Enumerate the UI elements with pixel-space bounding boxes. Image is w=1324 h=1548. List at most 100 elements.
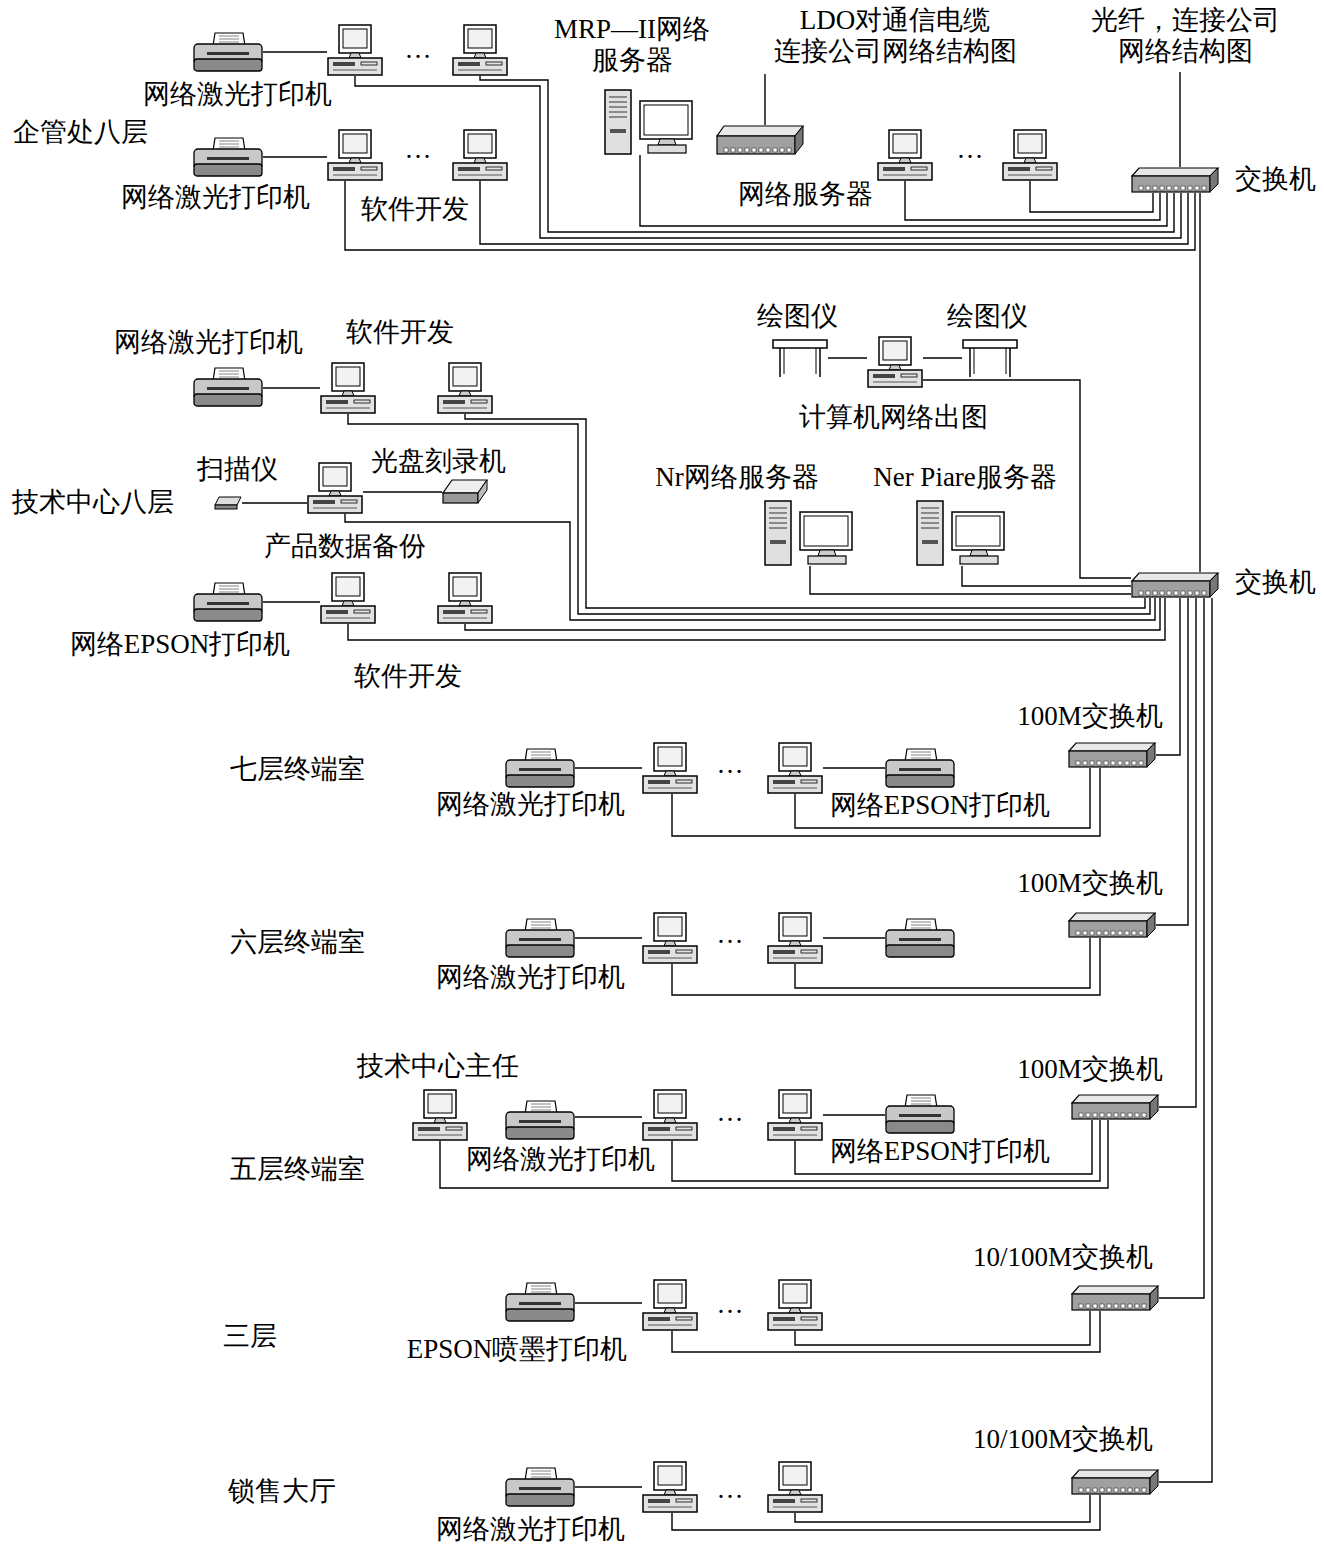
computer-icon: [453, 25, 507, 75]
icon-part: [321, 396, 375, 413]
area-label: 企管处八层: [13, 117, 148, 148]
network-cable: [795, 1120, 1092, 1174]
icon-part: [1167, 591, 1171, 595]
icon-part: [1142, 1304, 1146, 1308]
icon-part: [956, 516, 1000, 546]
device-label: 绘图仪: [947, 301, 1028, 332]
icon-part: [1093, 1488, 1097, 1492]
printer-node: 网络激光打印机: [193, 367, 263, 407]
network-cable: [575, 767, 642, 768]
icon-part: [1008, 167, 1030, 171]
icon-part: [413, 1123, 467, 1140]
icon-part: [323, 467, 347, 486]
icon-part: [519, 1302, 561, 1305]
network-cable: [795, 1495, 1090, 1522]
icon-part: [643, 1123, 697, 1140]
icon-part: [418, 1135, 462, 1136]
icon-part: [519, 768, 561, 771]
area-label: 五层终端室: [230, 1154, 365, 1185]
printer-node: 网络激光打印机: [193, 32, 263, 72]
icon-part: [1150, 1095, 1158, 1119]
printer-icon: [885, 1094, 955, 1134]
icon-part: [333, 70, 377, 71]
icon-part: [1097, 761, 1101, 765]
network-link: [923, 357, 962, 358]
icon-part: [531, 1471, 551, 1472]
icon-part: [506, 1494, 574, 1506]
computer-icon: [768, 743, 822, 793]
icon-part: [808, 556, 846, 564]
icon-part: [1111, 761, 1115, 765]
printer-icon: [505, 1282, 575, 1322]
icon-part: [328, 58, 382, 75]
icon-part: [676, 1317, 692, 1320]
icon-part: [1107, 1304, 1111, 1308]
icon-part: [605, 90, 631, 154]
device-label: 网络EPSON打印机: [830, 790, 1051, 821]
icon-part: [1118, 761, 1122, 765]
icon-part: [676, 1127, 692, 1130]
icon-part: [643, 946, 697, 963]
icon-part: [1114, 1113, 1118, 1117]
icon-group: [1069, 913, 1155, 937]
icon-part: [886, 775, 954, 787]
icon-part: [1006, 348, 1007, 374]
switch-icon: [1071, 1469, 1159, 1495]
icon-part: [1210, 573, 1218, 597]
printer-icon: [193, 367, 263, 407]
icon-part: [336, 367, 360, 386]
icon-part: [326, 610, 348, 614]
icon-part: [883, 167, 905, 171]
printer-icon: [505, 918, 575, 958]
network-cable: [795, 938, 1090, 988]
network-cable: [575, 1116, 642, 1117]
icon-part: [783, 1094, 807, 1113]
icon-part: [207, 602, 249, 605]
switch-icon: [1068, 742, 1156, 768]
printer-icon: [505, 1100, 575, 1140]
icon-part: [1153, 186, 1157, 190]
device-label: 网络激光打印机: [436, 1514, 625, 1545]
computer-icon: [320, 362, 376, 414]
icon-part: [1210, 168, 1218, 192]
icon-part: [1083, 931, 1087, 935]
icon-part: [773, 1317, 795, 1321]
icon-part: [922, 540, 938, 544]
icon-group: [917, 501, 1004, 565]
device-label: 光盘刻录机: [371, 446, 506, 477]
icon-part: [911, 925, 931, 926]
icon-part: [1181, 186, 1185, 190]
computer-icon: [453, 130, 507, 180]
icon-part: [354, 610, 370, 613]
icon-part: [780, 148, 784, 152]
icon-part: [1076, 931, 1080, 935]
icon-part: [1003, 163, 1057, 180]
icon-group: [321, 363, 375, 413]
icon-part: [969, 348, 971, 377]
icon-part: [333, 62, 355, 66]
icon-part: [418, 1127, 440, 1131]
computer-icon: [1003, 130, 1057, 180]
icon-part: [438, 606, 492, 623]
icon-part: [769, 528, 787, 529]
icon-part: [970, 550, 988, 556]
icon-group: [194, 368, 262, 406]
icon-part: [644, 105, 688, 135]
icon-part: [339, 25, 371, 53]
computer-icon: [412, 1089, 468, 1141]
icon-part: [1072, 1478, 1150, 1494]
icon-group: [215, 497, 241, 509]
icon-part: [428, 1094, 452, 1113]
computer-icon: [328, 25, 382, 75]
icon-group: [506, 1101, 574, 1139]
icon-part: [1195, 186, 1199, 190]
icon-part: [471, 400, 487, 403]
plotter-node: 绘图仪: [772, 338, 828, 378]
network-cable: [795, 768, 1090, 828]
icon-part: [804, 516, 848, 546]
icon-part: [800, 512, 852, 550]
icon-part: [878, 163, 932, 180]
icon-part: [1069, 751, 1147, 767]
computer-icon: [878, 130, 932, 180]
icon-part: [779, 1280, 811, 1308]
